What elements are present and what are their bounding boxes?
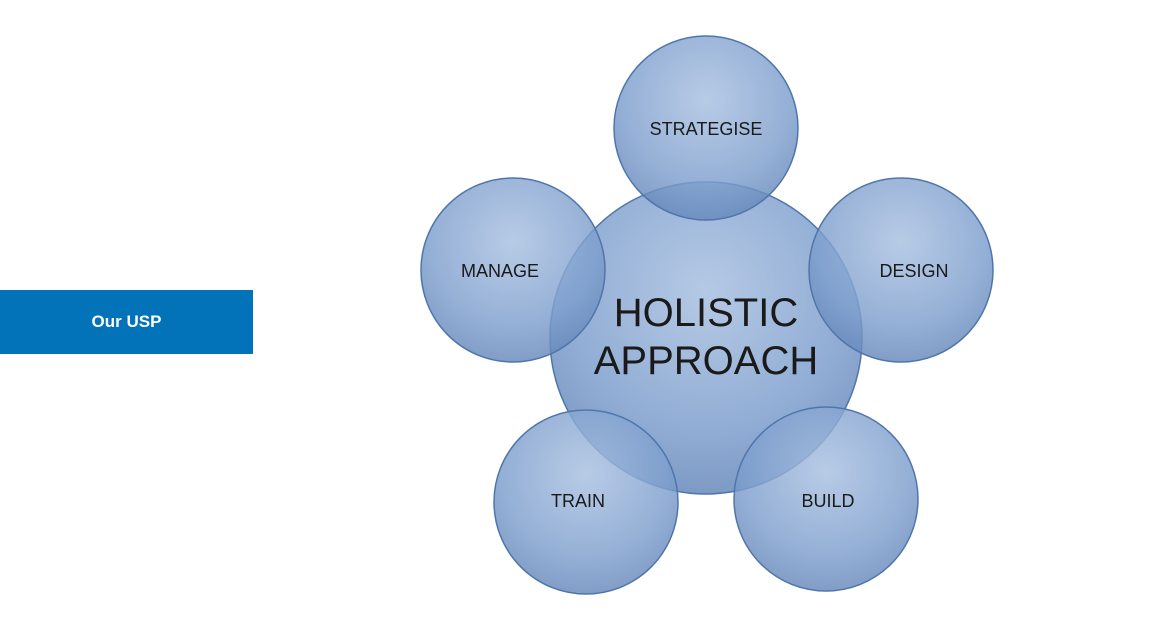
manage-circle [420, 177, 606, 363]
build-circle [733, 406, 919, 592]
center-label-line2: APPROACH [594, 339, 819, 383]
manage-label: MANAGE [461, 261, 539, 281]
design-circle [808, 177, 994, 363]
our-usp-banner: Our USP [0, 290, 253, 354]
train-circle [493, 409, 679, 595]
our-usp-label: Our USP [91, 312, 162, 331]
build-label: BUILD [801, 491, 854, 511]
design-label: DESIGN [879, 261, 948, 281]
strategise-circle [613, 35, 799, 221]
train-label: TRAIN [551, 491, 605, 511]
center-label-line1: HOLISTIC [614, 291, 798, 335]
strategise-label: STRATEGISE [650, 119, 763, 139]
